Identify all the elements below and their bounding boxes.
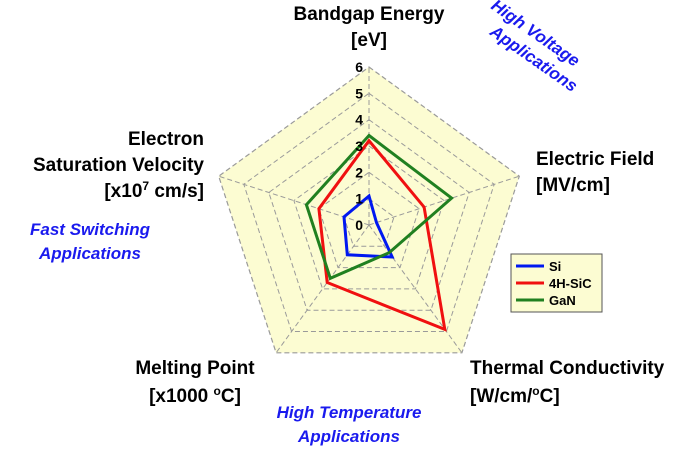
legend-label-si: Si: [549, 259, 561, 274]
grid-ring-3: [293, 145, 445, 290]
tick-label-5: 5: [355, 85, 363, 101]
legend-label-gan: GaN: [549, 293, 576, 308]
tick-label-2: 2: [355, 164, 363, 180]
tick-label-0: 0: [355, 217, 363, 233]
axis-label-thermal: Thermal Conductivity[W/cm/oC]: [470, 358, 665, 407]
tick-label-4: 4: [355, 112, 363, 128]
spoke-melting: [275, 224, 370, 354]
axis-label-layer: Bandgap Energy[eV] Electric Field[MV/cm] T…: [33, 4, 665, 407]
axis-label-efield: Electric Field[MV/cm]: [536, 149, 654, 196]
grid-layer: [217, 66, 521, 354]
series-4h-sic: [317, 138, 447, 332]
tick-label-6: 6: [355, 59, 363, 75]
radar-outer-ring: [217, 66, 521, 354]
axis-label-melting: Melting Point[x1000 oC]: [135, 358, 255, 407]
tick-label-3: 3: [355, 138, 363, 154]
spoke-efield: [368, 175, 520, 226]
tick-layer: 0 1 2 3 4 5 6: [355, 59, 363, 233]
tick-label-1: 1: [355, 191, 363, 207]
grid-ring-2: [318, 171, 420, 269]
series-gan: [304, 133, 454, 281]
legend-label-4h-sic: 4H-SiC: [549, 276, 592, 291]
series-si: [342, 193, 395, 259]
annotation-high-voltage: High VoltageApplications: [475, 0, 594, 96]
axis-label-bandgap: Bandgap Energy[eV]: [294, 4, 445, 51]
series-layer: [304, 133, 454, 332]
grid-ring-5: [243, 92, 495, 332]
legend-layer: Si 4H-SiC GaN: [510, 253, 603, 313]
grid-ring-4: [268, 119, 470, 311]
